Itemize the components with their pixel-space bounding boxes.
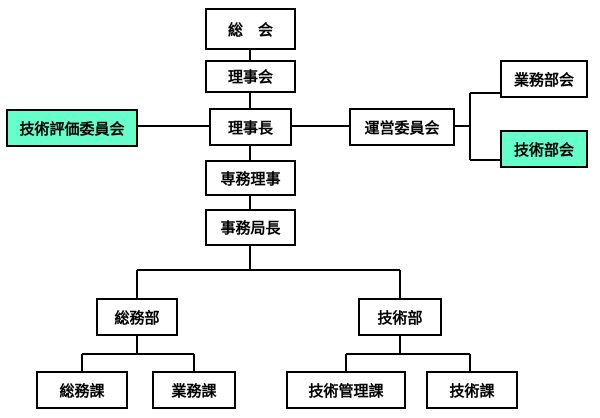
secretariat-head-box: 事務局長 xyxy=(205,209,296,246)
chairman-box: 理事長 xyxy=(209,108,292,146)
tech-management-section-box: 技術管理課 xyxy=(286,371,406,409)
executive-director-box: 専務理事 xyxy=(205,160,296,196)
general-affairs-section-box: 総務課 xyxy=(36,371,128,409)
steering-committee-box: 運営委員会 xyxy=(349,108,455,146)
business-section-box: 業務課 xyxy=(152,371,236,409)
business-subcommittee-box: 業務部会 xyxy=(500,60,588,98)
tech-subcommittee-box: 技術部会 xyxy=(500,130,588,168)
general-affairs-dept-box: 総務部 xyxy=(96,298,178,336)
board-box: 理事会 xyxy=(205,60,296,93)
tech-section-box: 技術課 xyxy=(426,371,518,409)
tech-eval-committee-box: 技術評価委員会 xyxy=(6,109,138,147)
tech-dept-box: 技術部 xyxy=(358,298,442,336)
general-assembly-box: 総 会 xyxy=(205,8,296,50)
